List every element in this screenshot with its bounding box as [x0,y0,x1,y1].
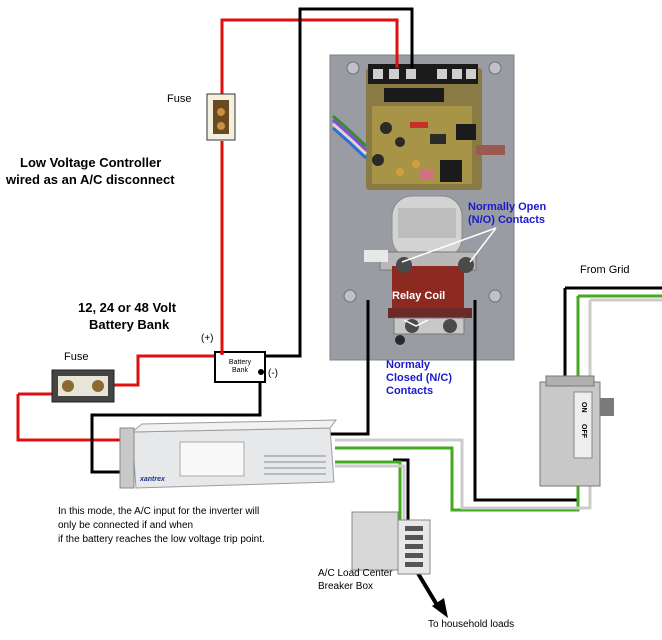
household-loads-label: To household loads [428,619,515,630]
fuse-left-label: Fuse [64,351,89,363]
battery-bank-box [214,351,266,383]
neutral-wires [335,300,592,520]
battery-label-line1: 12, 24 or 48 Volt [78,300,177,315]
fuse-top-label: Fuse [167,93,192,105]
note-line1: In this mode, the A/C input for the inve… [58,506,260,517]
positive-label: (+) [201,333,214,344]
controller-label-line2: wired as an A/C disconnect [6,172,175,187]
note-line3: if the battery reaches the low voltage t… [58,534,265,545]
arrow-head-icon [432,598,448,618]
load-center-line1: A/C Load Center [318,568,393,579]
normally-closed-line1: Normaly [386,359,431,371]
battery-label-line2: Battery Bank [89,317,170,332]
battery-box-label: Battery Bank [217,359,263,375]
negative-terminal [258,369,264,375]
normally-open-line2: (N/O) Contacts [468,214,545,226]
negative-label: (-) [268,368,278,379]
top-fuse [206,93,236,141]
battery-box-line2: Bank [232,367,248,374]
annotation-pointers [401,227,497,327]
grid-disconnect-switch [539,375,614,487]
positive-wires [16,18,399,442]
ribbon-cable [332,114,505,160]
positive-terminal [220,351,224,355]
battery-box-line1: Battery [228,359,252,366]
brand-logo: xantrex [140,476,165,483]
controller-circuit-board [366,64,482,190]
inverter-charger [119,419,338,489]
ground-wires [335,296,580,520]
load-center-box [351,511,431,575]
normally-open-line1: Normally Open [468,201,547,213]
left-fuse [51,369,115,403]
controller-label-line1: Low Voltage Controller [20,155,162,170]
load-center-line2: Breaker Box [318,581,374,592]
from-grid-wires [565,286,662,302]
note-line2: only be connected if and when [58,520,194,531]
normally-closed-line3: Contacts [386,385,434,397]
relay-coil-label: Relay Coil [392,290,446,302]
relay-solenoid [364,195,477,335]
disconnect-off-label: OFF [580,424,587,438]
normally-closed-line2: Closed (N/C) [386,372,452,384]
from-grid-label: From Grid [580,264,630,276]
disconnect-on-label: ON [580,402,587,413]
